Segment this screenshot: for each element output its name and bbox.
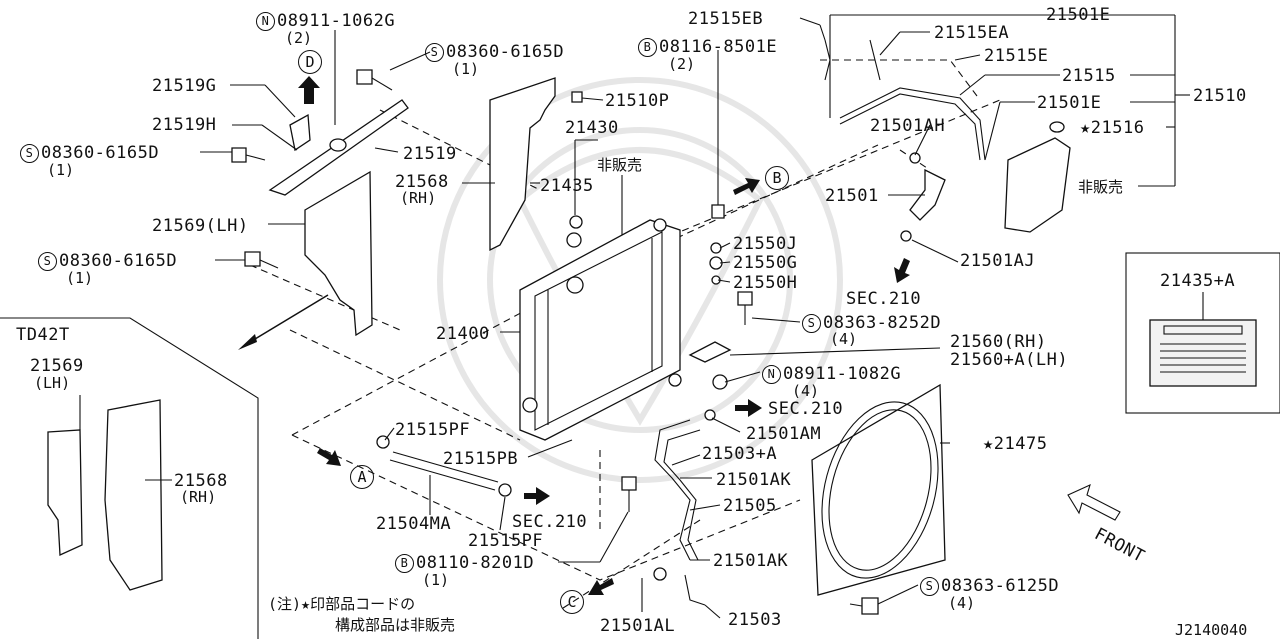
caution-label-icon xyxy=(1149,319,1257,387)
qty-08360-top: (1) xyxy=(452,60,480,78)
label-21510p: 21510P xyxy=(605,91,670,111)
label-21515ea: 21515EA xyxy=(934,23,1010,43)
label-inset-box xyxy=(1125,252,1280,414)
marker-a: A xyxy=(350,465,374,489)
label-21515pb: 21515PB xyxy=(443,449,519,469)
label-21550g: 21550G xyxy=(733,253,798,273)
label-21435: 21435 xyxy=(540,176,594,196)
label-21430: 21430 xyxy=(565,118,619,138)
label-21550j: 21550J xyxy=(733,234,798,254)
label-hihanbai-2: 非販売 xyxy=(1078,178,1124,196)
label-21560-rh: 21560(RH) xyxy=(950,332,1047,352)
label-21568-rh-sub: (RH) xyxy=(400,189,437,207)
fan-shroud-21475 xyxy=(811,383,946,596)
qty-08360-left: (1) xyxy=(47,161,75,179)
label-21503: 21503 xyxy=(728,610,782,630)
label-21501ak-bot: 21501AK xyxy=(713,551,789,571)
label-21515eb: 21515EB xyxy=(688,9,764,29)
qty-08911-1062g: (2) xyxy=(285,29,313,47)
cap-21516 xyxy=(1049,121,1065,133)
td42t-shroud-21569 xyxy=(47,429,83,556)
label-21501am: 21501AM xyxy=(746,424,822,444)
label-sec210-b: SEC.210 xyxy=(768,399,844,419)
label-21510: 21510 xyxy=(1193,86,1247,106)
label-21501: 21501 xyxy=(825,186,879,206)
label-21515e: 21515E xyxy=(984,46,1049,66)
label-sec210-c: SEC.210 xyxy=(512,512,588,532)
label-21515: 21515 xyxy=(1062,66,1116,86)
leader-lines xyxy=(79,14,1190,619)
upper-hose-21501 xyxy=(909,168,946,221)
label-td42t-21568-sub: (RH) xyxy=(180,488,217,506)
marker-b: B xyxy=(765,166,789,190)
label-td42t-21569-sub: (LH) xyxy=(34,374,71,392)
note-line-1: (注)★印部品コードの xyxy=(268,595,416,613)
td42t-frame xyxy=(0,317,259,639)
label-21519h: 21519H xyxy=(152,115,217,135)
label-21569-lh: 21569(LH) xyxy=(152,216,249,236)
qty-08360-mid: (1) xyxy=(66,269,94,287)
label-21504ma: 21504MA xyxy=(376,514,452,534)
label-21501ah: 21501AH xyxy=(870,116,946,136)
qty-08363-8252d: (4) xyxy=(830,330,858,348)
label-21501ak-top: 21501AK xyxy=(716,470,792,490)
qty-08110: (1) xyxy=(422,571,450,589)
label-21475: ★21475 xyxy=(983,434,1048,454)
label-21501aj: 21501AJ xyxy=(960,251,1036,271)
label-21503a: 21503+A xyxy=(702,444,778,464)
label-hihanbai-1: 非販売 xyxy=(597,156,643,174)
shroud-21569-lh xyxy=(304,170,373,337)
label-sec210-a: SEC.210 xyxy=(846,289,922,309)
td42t-shroud-21568 xyxy=(104,399,163,591)
label-21516: ★21516 xyxy=(1080,118,1145,138)
label-21519: 21519 xyxy=(403,144,457,164)
label-21400: 21400 xyxy=(436,324,490,344)
diagram-code: J2140040 xyxy=(1175,621,1248,639)
label-21560a-lh: 21560+A(LH) xyxy=(950,350,1069,370)
reservoir-tank-21510 xyxy=(1004,137,1071,233)
label-td42t-21568: 21568 xyxy=(174,471,228,491)
label-21568-rh: 21568 xyxy=(395,172,449,192)
front-arrow-icon xyxy=(1067,483,1121,521)
label-21505: 21505 xyxy=(723,496,777,516)
note-line-2: 構成部品は非販売 xyxy=(335,616,456,634)
qty-08363-6125d: (4) xyxy=(948,594,976,612)
shroud-21568-rh xyxy=(489,77,556,252)
radiator-21400 xyxy=(519,218,681,441)
direction-arrows xyxy=(238,76,1121,595)
label-21515pf-bot: 21515PF xyxy=(468,531,544,551)
bolts xyxy=(231,69,879,615)
label-21519g: 21519G xyxy=(152,76,217,96)
hose-21515 xyxy=(839,87,986,161)
marker-d: D xyxy=(298,50,322,74)
label-21501e-top: 21501E xyxy=(1046,5,1111,25)
label-td42t: TD42T xyxy=(16,325,70,345)
label-21501al: 21501AL xyxy=(600,616,676,636)
marker-c: C xyxy=(560,590,584,614)
label-21501e-mid: 21501E xyxy=(1037,93,1102,113)
label-21515pf-top: 21515PF xyxy=(395,420,471,440)
label-td42t-21569: 21569 xyxy=(30,356,84,376)
hose-21503 xyxy=(654,419,691,561)
mount-21560 xyxy=(688,341,732,363)
hose-21504ma xyxy=(389,459,496,491)
label-21435a: 21435+A xyxy=(1160,271,1236,291)
qty-08116: (2) xyxy=(668,55,696,73)
label-21550h: 21550H xyxy=(733,273,798,293)
qty-08911-1082g: (4) xyxy=(792,382,820,400)
